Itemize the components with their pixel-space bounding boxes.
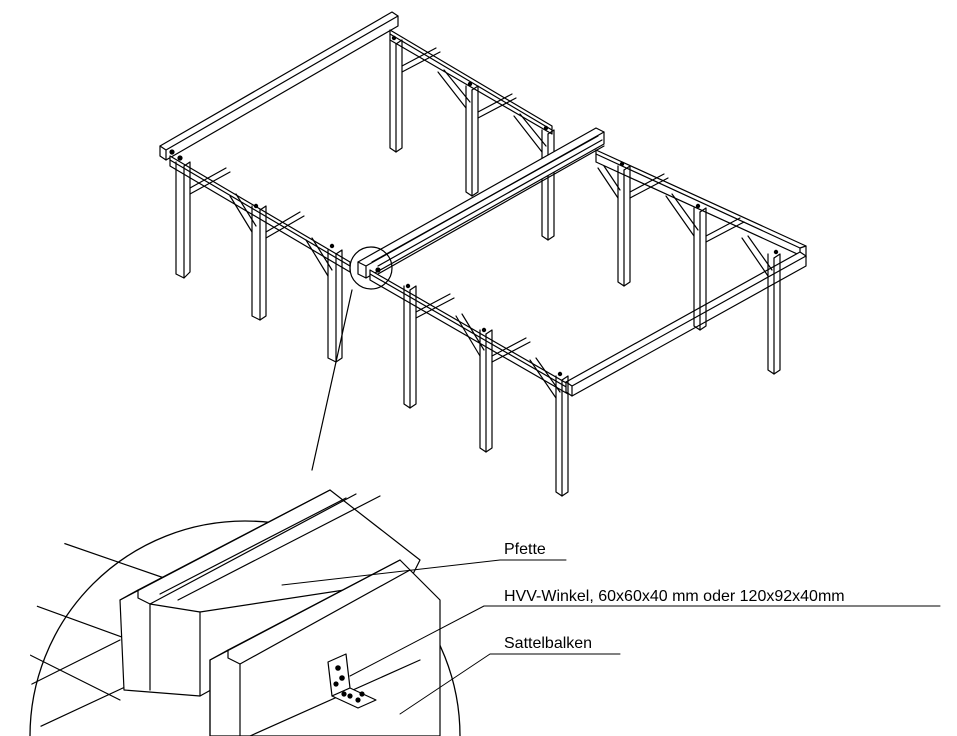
detail-magnified-view	[29, 489, 461, 736]
brace	[491, 337, 531, 363]
label-saddle-beam: Sattelbalken	[504, 635, 593, 652]
right-back-beam	[595, 149, 807, 259]
brace	[741, 235, 773, 277]
right-edge-beam	[565, 251, 807, 397]
post	[479, 329, 487, 453]
post	[617, 165, 625, 287]
leader-purlin	[281, 559, 567, 586]
post	[693, 207, 701, 331]
label-purlin: Pfette	[504, 541, 546, 558]
post	[767, 253, 775, 375]
post	[465, 85, 473, 197]
brace	[401, 47, 441, 73]
post	[555, 375, 563, 497]
post	[403, 285, 411, 409]
brace	[477, 93, 517, 119]
post	[541, 129, 549, 241]
post	[389, 39, 397, 153]
leader-saddle-beam	[399, 653, 621, 715]
leader-lines	[281, 559, 941, 715]
left-frame	[159, 11, 555, 363]
post	[251, 205, 261, 321]
right-front-beam	[369, 269, 569, 395]
brace	[415, 293, 455, 319]
label-bracket: HVV-Winkel, 60x60x40 mm oder 120x92x40mm	[504, 588, 845, 605]
ridge-purlin	[357, 127, 605, 279]
brace	[189, 167, 231, 195]
leader-bracket	[349, 605, 941, 677]
post	[327, 249, 337, 363]
post	[175, 161, 185, 279]
brace	[665, 193, 699, 237]
brace	[265, 211, 305, 239]
right-frame	[369, 149, 807, 497]
brace	[597, 165, 621, 199]
angle-bracket-icon	[327, 653, 377, 709]
left-back-beam	[159, 11, 399, 161]
detail-marker	[311, 246, 393, 471]
